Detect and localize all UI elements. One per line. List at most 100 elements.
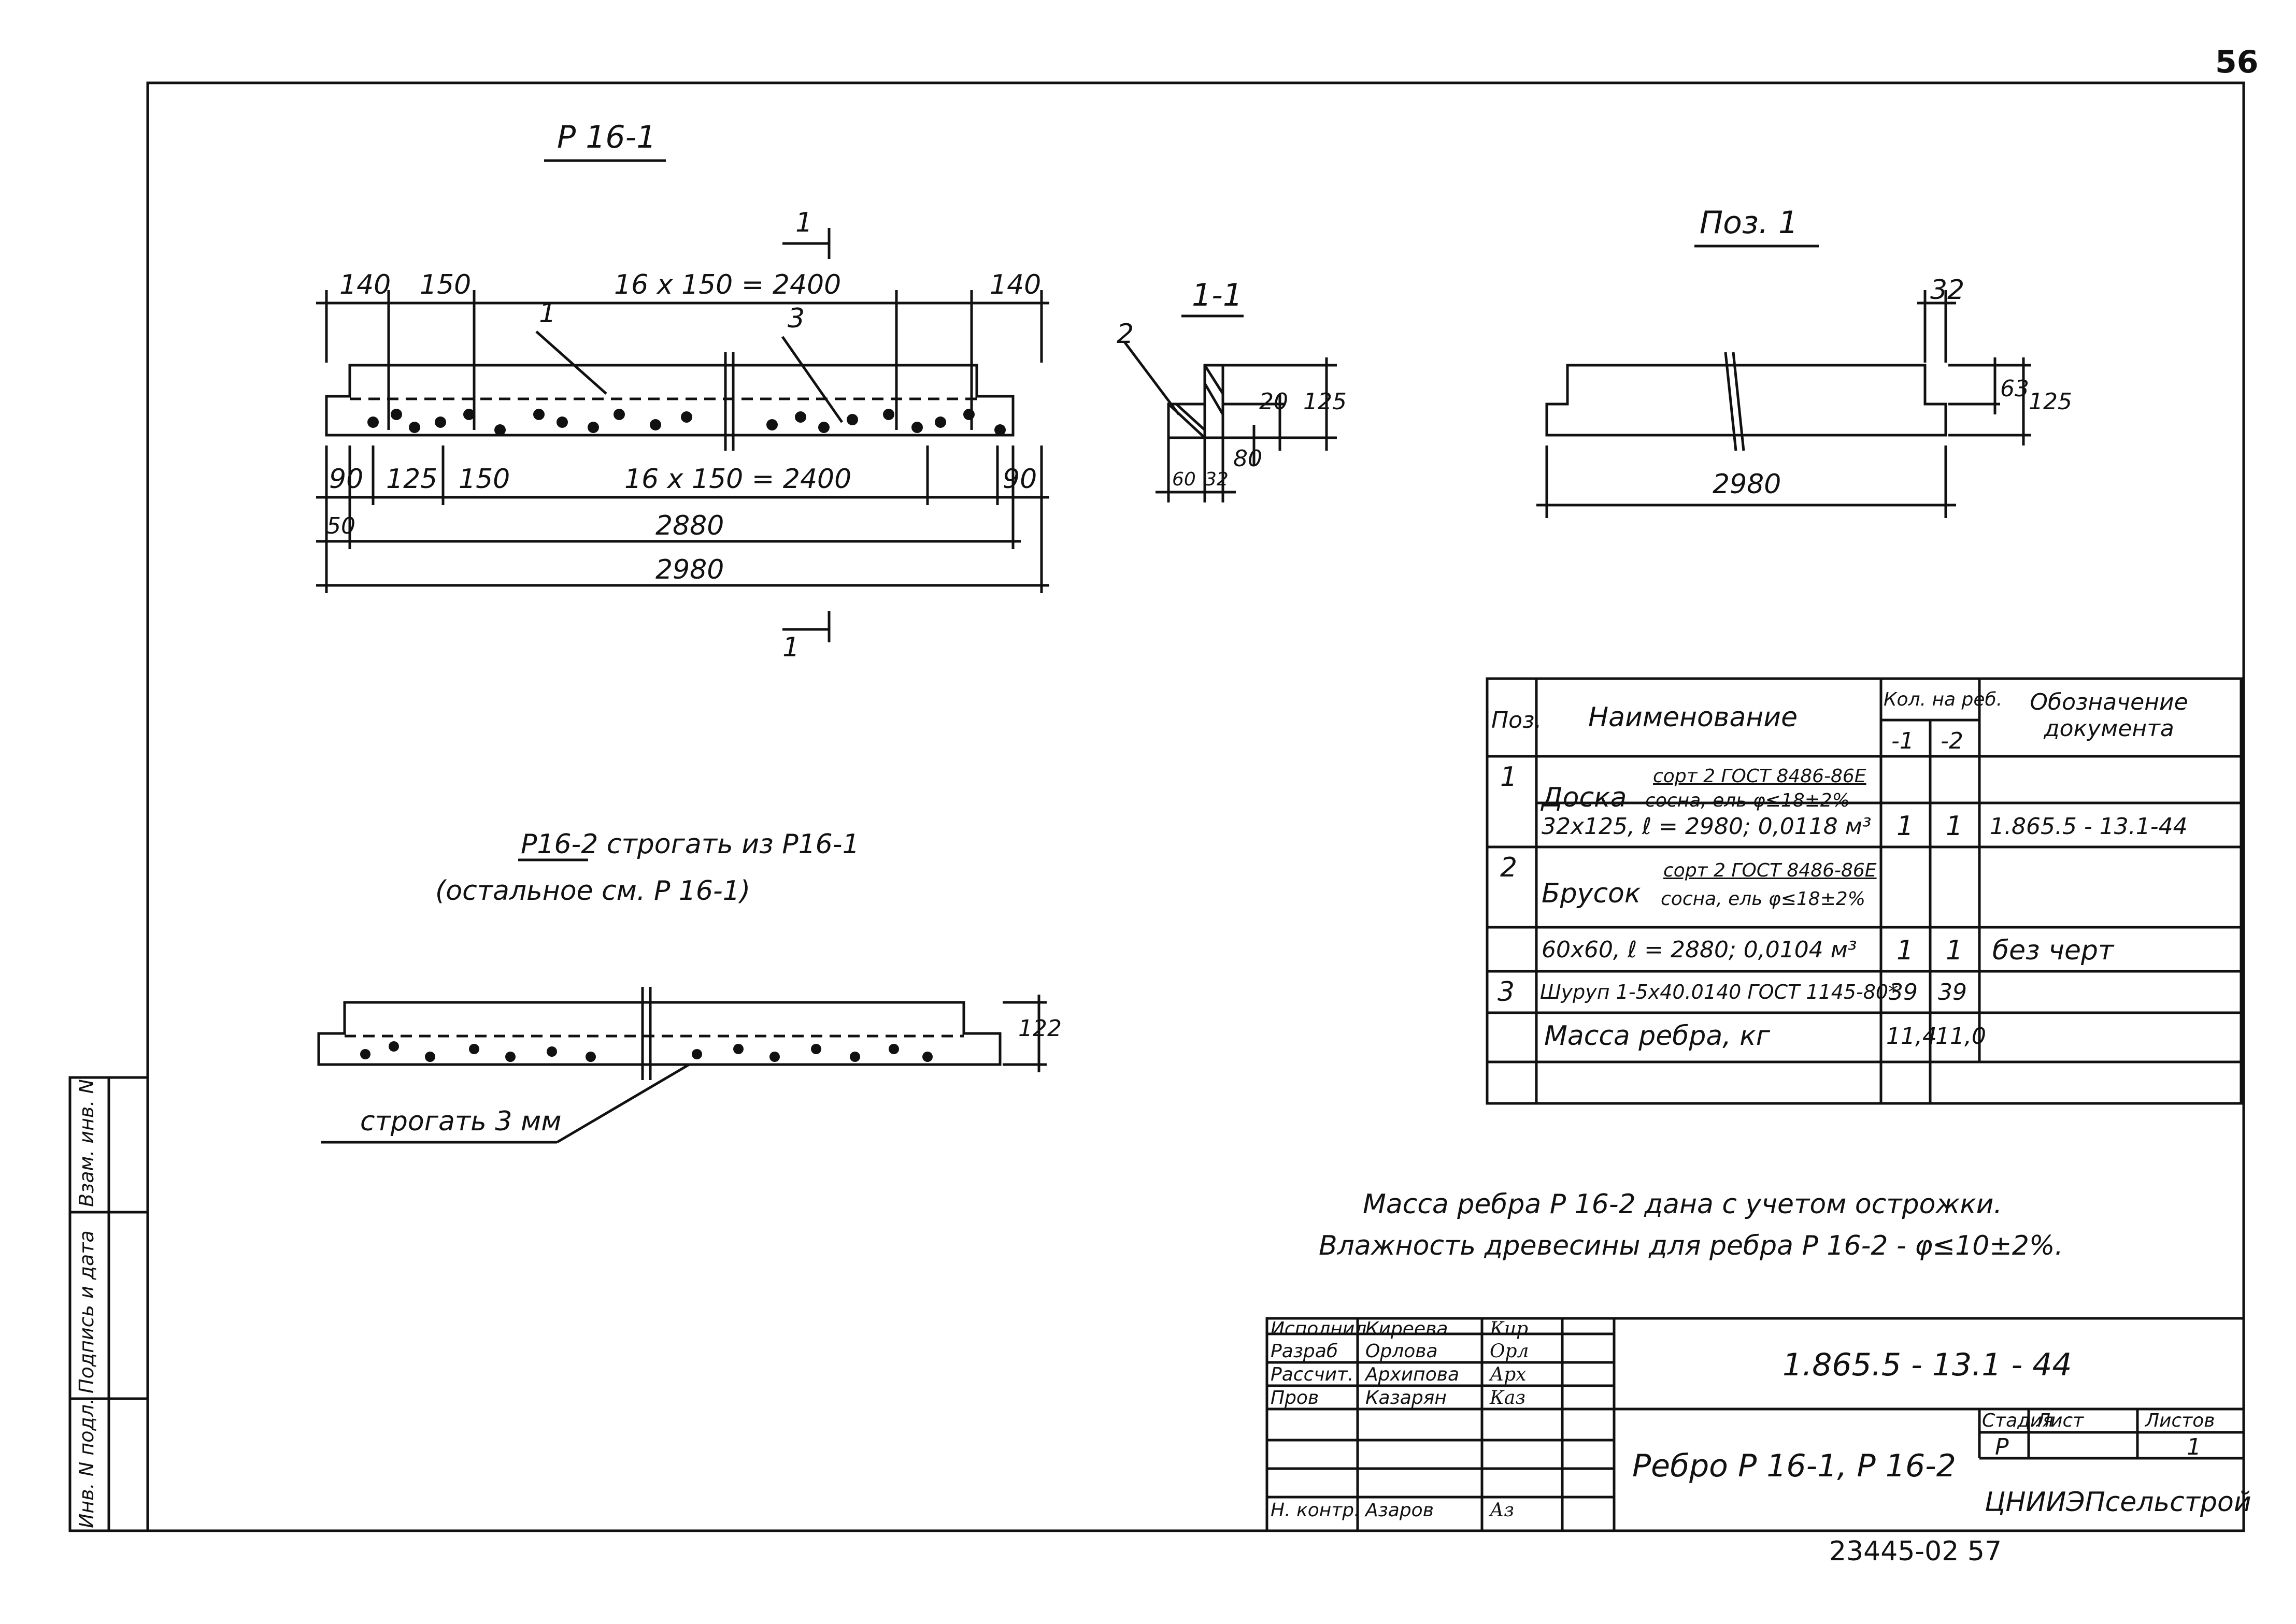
tb-signature-2: Арх (1490, 1364, 1527, 1385)
view-p16-1-title: P 16-1 (557, 119, 657, 155)
tb-signature-1: Орл (1490, 1341, 1529, 1362)
tb-organization: ЦНИИЭПсельстрой (1985, 1487, 2251, 1518)
section-mark-bottom: 1 (782, 632, 800, 663)
tb-name-2: Архипова (1365, 1364, 1460, 1385)
dim-150: 150 (420, 269, 472, 300)
tb-title: Ребро P 16-1, P 16-2 (1632, 1448, 1956, 1484)
dim-150-bottom: 150 (459, 464, 510, 495)
p16-2-note-line1: P16-2 строгать из P16-1 (521, 829, 860, 860)
tb-role-1: Разраб (1271, 1341, 1338, 1362)
dim-16x150-top: 16 x 150 = 2400 (614, 269, 842, 300)
spec-row4-name: 60x60, ℓ = 2880; 0,0104 м³ (1542, 937, 1857, 963)
spec-row4-doc: без черт (1992, 935, 2114, 966)
tb-name-6: Азаров (1365, 1500, 1434, 1521)
spec-row4-q2: 1 (1946, 935, 1963, 966)
spec-row3-pos: 2 (1500, 852, 1518, 883)
side-stamp-signature: Подпись и дата (75, 1230, 98, 1393)
dim-140-right: 140 (990, 269, 1042, 300)
leader-label-1: 1 (539, 298, 557, 329)
tb-role-6: Н. контр. (1271, 1500, 1360, 1521)
dim-50: 50 (326, 513, 355, 539)
spec-row3-species: сосна, ель φ≤18±2% (1661, 888, 1865, 910)
spec-row1-grade: сорт 2 ГОСТ 8486-86Е (1653, 766, 1866, 787)
tb-signature-0: Кир (1490, 1318, 1529, 1340)
spec-row2-q1: 1 (1896, 811, 1914, 842)
plane-3mm-callout: строгать 3 мм (360, 1106, 562, 1137)
section-dim-125: 125 (1303, 389, 1347, 415)
pos1-plank (1536, 245, 2031, 518)
section-1-1-title: 1-1 (1192, 277, 1243, 313)
spec-row5-q1: 39 (1889, 979, 1918, 1005)
tb-designation: 1.865.5 - 13.1 - 44 (1782, 1347, 2072, 1383)
pos1-dim-63: 63 (2000, 376, 2029, 402)
spec-row2-q2: 1 (1946, 811, 1963, 842)
spec-row1-pos: 1 (1500, 761, 1518, 793)
dim-2980: 2980 (655, 554, 724, 585)
tb-sheet-label: Лист (2036, 1410, 2084, 1431)
pos1-dim-125: 125 (2029, 389, 2072, 415)
section-mark-top: 1 (795, 207, 813, 238)
section-dim-80: 80 (1233, 445, 1262, 472)
section-dim-60: 60 (1172, 469, 1196, 490)
tb-name-3: Казарян (1365, 1387, 1447, 1409)
tb-stage-value: P (1995, 1434, 2009, 1460)
pos1-dim-2980: 2980 (1713, 469, 1781, 500)
leader-label-3: 3 (788, 303, 805, 334)
spec-row5-name: Шуруп 1-5x40.0140 ГОСТ 1145-80* (1540, 981, 1899, 1003)
p16-2-note-line2: (остальное см. P 16-1) (435, 875, 751, 907)
spec-row6-q1: 11,4 (1886, 1023, 1937, 1050)
spec-row6-name: Масса ребра, кг (1544, 1021, 1771, 1052)
tb-name-0: Киреева (1365, 1318, 1448, 1340)
side-stamp-inv: Инв. N подл. (75, 1398, 98, 1528)
spec-header-qty1: -1 (1891, 728, 1914, 754)
spec-header-pos: Поз. (1491, 707, 1542, 734)
p16-2-dim-122: 122 (1018, 1015, 1062, 1042)
section-dim-32: 32 (1205, 469, 1229, 490)
dim-16x150-bottom: 16 x 150 = 2400 (624, 464, 852, 495)
note-line-1: Масса ребра P 16-2 дана с учетом острожк… (1363, 1189, 2002, 1220)
tb-stage-label: Стадия (1982, 1410, 2054, 1431)
pos1-title: Поз. 1 (1700, 205, 1799, 241)
spec-row2-name: 32x125, ℓ = 2980; 0,0118 м³ (1542, 813, 1872, 840)
dim-90-left: 90 (329, 464, 364, 495)
spec-row1-name: Доска (1542, 782, 1627, 813)
spec-header-doc: Обозначение документа (2030, 689, 2188, 742)
rib-p16-2-elevation (317, 858, 1047, 1144)
page-number: 56 (2215, 44, 2259, 80)
spec-header-qty: Кол. на реб. (1884, 689, 2003, 710)
dim-90-right: 90 (1003, 464, 1037, 495)
rib-p16-1-elevation (316, 159, 1049, 642)
tb-role-3: Пров (1271, 1387, 1319, 1409)
pos1-dim-32: 32 (1930, 275, 1965, 306)
spec-row5-q2: 39 (1938, 979, 1967, 1005)
footer-code: 23445-02 57 (1829, 1536, 2002, 1567)
screws-p16-2 (360, 1041, 933, 1062)
spec-row3-grade: сорт 2 ГОСТ 8486-86Е (1663, 860, 1877, 881)
tb-name-1: Орлова (1365, 1341, 1438, 1362)
section-dim-20: 20 (1259, 389, 1288, 415)
tb-sheets-value: 1 (2187, 1434, 2201, 1460)
tb-signature-6: Аз (1490, 1500, 1514, 1521)
spec-table-grid (1486, 677, 2243, 1105)
dim-125: 125 (386, 464, 438, 495)
tb-signature-3: Каз (1490, 1387, 1525, 1409)
spec-row3-name: Брусок (1542, 878, 1641, 909)
note-line-2: Влажность древесины для ребра P 16-2 - φ… (1319, 1230, 2063, 1261)
tb-role-2: Рассчит. (1271, 1364, 1354, 1385)
section-1-1 (1123, 314, 1337, 502)
dim-140-left: 140 (339, 269, 391, 300)
spec-row1-species: сосна, ель φ≤18±2% (1645, 790, 1850, 811)
spec-row5-pos: 3 (1498, 976, 1515, 1008)
tb-role-0: Исполнил (1271, 1318, 1367, 1340)
screws-p16-1 (367, 409, 1006, 436)
title-block-grid (1265, 1317, 2245, 1532)
spec-row6-q2: 11,0 (1935, 1023, 1986, 1050)
spec-header-qty2: -2 (1941, 728, 1963, 754)
side-stamp-replaced: Взам. инв. N (75, 1079, 98, 1207)
section-leader-2: 2 (1117, 319, 1134, 350)
tb-sheets-label: Листов (2145, 1410, 2215, 1431)
dim-2880: 2880 (655, 510, 724, 541)
spec-header-name: Наименование (1588, 702, 1798, 733)
sheet-frame (146, 81, 2245, 1532)
